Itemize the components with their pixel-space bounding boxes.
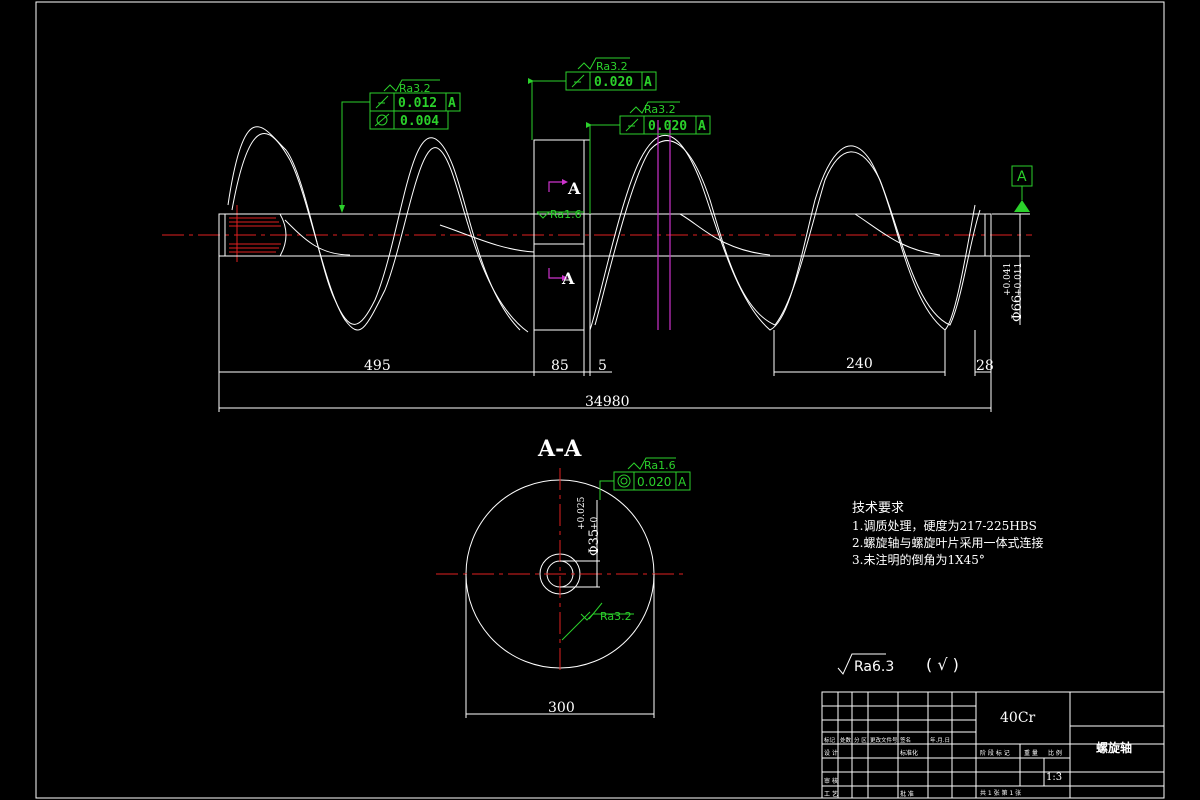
svg-text:重 量: 重 量 [1024, 749, 1038, 757]
section-marker-lower: A [548, 268, 575, 288]
threaded-end [227, 205, 287, 262]
shaft-view: A A A Φ66 +0.041 +0.011 [162, 120, 1033, 333]
tech-requirements: 技术要求 1.调质处理，硬度为217-225HBS 2.螺旋轴与螺旋叶片采用一体… [852, 501, 1043, 567]
svg-text:0.020: 0.020 [637, 475, 671, 489]
svg-text:标记: 标记 [824, 736, 836, 744]
section-label-upper: A [567, 179, 581, 198]
dim-495: 495 [364, 358, 391, 374]
svg-text:Φ66: Φ66 [1010, 295, 1025, 322]
dim-240: 240 [846, 356, 873, 372]
svg-text:+0.025: +0.025 [577, 496, 587, 530]
svg-text:+0: +0 [590, 516, 600, 530]
roughness-hub: Ra1.6 [536, 208, 584, 221]
tolerance-frame-4: Ra1.6 0.020 A [599, 457, 691, 500]
svg-text:更改文件号: 更改文件号 [870, 736, 898, 744]
svg-text:比 例: 比 例 [1048, 749, 1062, 757]
section-label-lower: A [561, 269, 575, 288]
svg-text:Ra3.2: Ra3.2 [600, 610, 632, 623]
svg-text:( √ ): ( √ ) [926, 655, 959, 674]
shaft-diameter-dim: Φ66 +0.041 +0.011 [1003, 263, 1025, 322]
svg-text:0.012: 0.012 [398, 96, 437, 111]
dimension-lines: 495 85 5 240 28 34980 [218, 256, 994, 412]
roughness-section: Ra3.2 [561, 602, 634, 641]
svg-text:设 计: 设 计 [824, 749, 838, 757]
dim-85: 85 [551, 358, 569, 374]
tolerance-frame-1: Ra3.2 0.012 A 0.004 [339, 79, 461, 213]
dim-5: 5 [598, 358, 607, 374]
svg-text:签名: 签名 [900, 736, 911, 744]
svg-text:批 准: 批 准 [900, 790, 914, 798]
section-view: A-A 300 Φ35 +0.025 +0 Ra1.6 0.020 A [436, 436, 691, 718]
datum-label: A [1017, 169, 1027, 185]
svg-text:标准化: 标准化 [900, 749, 918, 757]
svg-text:+0.041: +0.041 [1003, 263, 1013, 296]
svg-text:审 核: 审 核 [824, 777, 838, 785]
scale-label: 1:3 [1046, 772, 1062, 783]
svg-text:A: A [678, 475, 687, 489]
svg-text:A: A [698, 119, 706, 134]
tolerance-frame-3: Ra3.2 0.020 A [586, 101, 711, 214]
svg-text:0.020: 0.020 [648, 119, 687, 134]
dim-28: 28 [976, 358, 994, 374]
svg-text:0.004: 0.004 [400, 114, 439, 129]
svg-text:Ra3.2: Ra3.2 [644, 103, 676, 116]
dim-total: 34980 [585, 394, 630, 410]
tech-req-item: 3.未注明的倒角为1X45° [852, 552, 985, 567]
helical-flights [227, 126, 981, 333]
section-title: A-A [537, 436, 582, 462]
svg-text:Φ35: Φ35 [587, 529, 602, 556]
svg-text:+0.011: +0.011 [1014, 263, 1024, 296]
svg-text:A: A [448, 96, 456, 111]
svg-text:A: A [644, 75, 652, 90]
svg-text:Ra1.6: Ra1.6 [644, 459, 676, 472]
title-block: 40Cr 螺旋轴 1:3 标记 处数 分 区 更改文件号 签名 年.月.日 设 … [821, 691, 1165, 799]
svg-text:Ra1.6: Ra1.6 [550, 208, 582, 221]
svg-text:分 区: 分 区 [854, 736, 867, 744]
drawing-frame [35, 1, 1165, 799]
datum-marker: A [992, 165, 1033, 325]
svg-text:0.020: 0.020 [594, 75, 633, 90]
tech-req-title: 技术要求 [852, 501, 904, 516]
svg-text:年.月.日: 年.月.日 [930, 736, 950, 744]
tech-req-item: 2.螺旋轴与螺旋叶片采用一体式连接 [852, 535, 1043, 550]
svg-text:Ra3.2: Ra3.2 [596, 60, 628, 73]
general-roughness: Ra6.3 ( √ ) [837, 653, 959, 675]
tolerance-frame-2: Ra3.2 0.020 A [528, 57, 657, 140]
part-name: 螺旋轴 [1096, 740, 1132, 755]
material-label: 40Cr [1000, 710, 1036, 726]
svg-text:共 1 张 第 1 张: 共 1 张 第 1 张 [980, 789, 1021, 797]
svg-text:工 艺: 工 艺 [824, 790, 838, 798]
section-marker-upper: A [548, 179, 581, 198]
dim-300: 300 [548, 700, 575, 716]
svg-text:处数: 处数 [840, 736, 852, 744]
svg-text:Ra3.2: Ra3.2 [399, 82, 431, 95]
svg-text:Ra6.3: Ra6.3 [854, 659, 894, 675]
hub-section [533, 139, 585, 331]
svg-text:阶 段 标 记: 阶 段 标 记 [980, 749, 1010, 757]
shaft-body [218, 213, 992, 257]
tech-req-item: 1.调质处理，硬度为217-225HBS [852, 518, 1037, 533]
